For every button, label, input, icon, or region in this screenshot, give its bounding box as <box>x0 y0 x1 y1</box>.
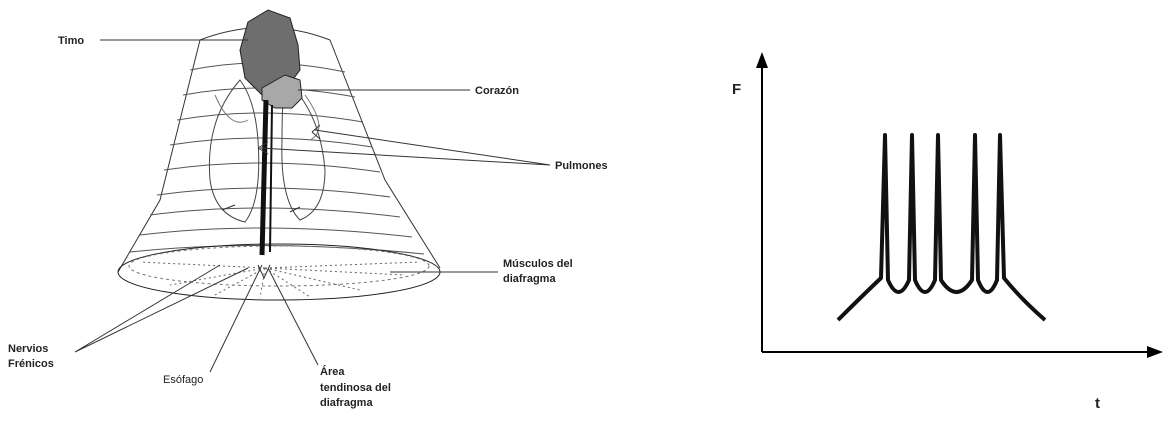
leader-esofago <box>209 264 263 373</box>
label-esofago: Esófago <box>163 374 203 386</box>
leader-nervios <box>74 264 249 353</box>
label-nervios-line2: Frénicos <box>8 358 54 370</box>
x-axis-arrow <box>1147 346 1163 358</box>
leader-pulmones <box>259 129 551 166</box>
force-time-graph-svg: F t <box>732 52 1163 412</box>
y-axis-label: F <box>732 81 741 98</box>
diaphragm-inner <box>128 245 430 287</box>
force-time-graph: F t <box>720 0 1165 416</box>
phrenic-nerve-line <box>269 104 273 253</box>
label-musculos-line2: diafragma <box>503 273 556 285</box>
arrow-nerve-right <box>289 206 301 213</box>
left-lung <box>208 79 260 223</box>
x-axis-label: t <box>1095 395 1100 412</box>
diaphragm-diagram: Timo Corazón Pulmones Músculos del diafr… <box>8 9 608 409</box>
label-musculos-line1: Músculos del <box>503 258 573 270</box>
label-area-line1: Área <box>320 365 345 378</box>
tendinous-marker <box>257 264 271 280</box>
arrow-right-lung <box>311 124 321 140</box>
label-pulmones: Pulmones <box>555 160 608 172</box>
y-axis-arrow <box>756 52 768 68</box>
leader-area <box>267 267 319 366</box>
arrow-left-lung <box>257 141 269 155</box>
muscle-fibers <box>139 261 421 299</box>
spike-trace <box>836 133 1047 322</box>
label-area-line2: tendinosa del <box>320 382 391 394</box>
diaphragm-diagram-svg: Timo Corazón Pulmones Músculos del diafr… <box>8 9 608 409</box>
cone-right-edge <box>329 39 441 269</box>
right-lung <box>281 79 326 221</box>
label-nervios-line1: Nervios <box>8 343 48 355</box>
esophagus-line <box>259 99 269 256</box>
lung-contours <box>214 94 320 141</box>
label-corazon: Corazón <box>475 85 519 97</box>
label-timo: Timo <box>58 35 84 47</box>
label-area-line3: diafragma <box>320 397 373 409</box>
cone-left-edge <box>117 39 201 273</box>
arrow-nerve-left <box>221 204 236 211</box>
